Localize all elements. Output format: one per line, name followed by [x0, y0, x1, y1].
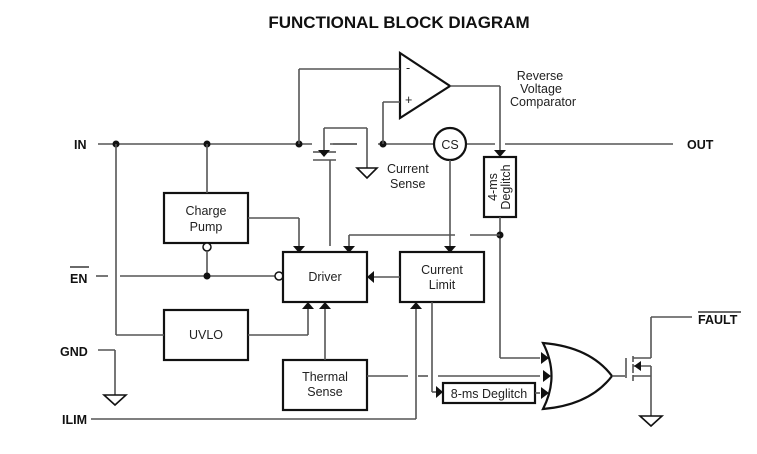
- cs-label: CS: [441, 138, 458, 152]
- uvlo-label: UVLO: [189, 328, 223, 342]
- comparator-label-1: Reverse: [517, 69, 564, 83]
- deglitch-4ms-label-2: Deglitch: [499, 164, 513, 209]
- pin-in: IN: [74, 138, 87, 152]
- driver-block: Driver: [281, 250, 369, 304]
- pass-mosfet: [313, 127, 379, 246]
- fault-mosfet: [625, 316, 692, 428]
- ground-icon: [355, 167, 379, 180]
- reverse-voltage-comparator: - +: [298, 50, 506, 157]
- deglitch-8ms-block: 8-ms Deglitch: [441, 381, 540, 405]
- comparator-plus: +: [405, 93, 412, 107]
- ground-icon: [637, 415, 665, 428]
- cs-node: CS: [432, 126, 468, 253]
- thermal-sense-block: Thermal Sense: [281, 302, 540, 412]
- charge-pump-label-1: Charge: [186, 204, 227, 218]
- current-limit-label-1: Current: [421, 263, 463, 277]
- charge-pump-block: Charge Pump: [162, 144, 305, 276]
- charge-pump-label-2: Pump: [190, 220, 223, 234]
- current-sense-label-2: Sense: [390, 177, 425, 191]
- or-gate: [541, 341, 625, 411]
- comparator-minus: -: [406, 61, 410, 75]
- deglitch-8ms-label: 8-ms Deglitch: [451, 387, 527, 401]
- diagram-title: FUNCTIONAL BLOCK DIAGRAM: [268, 13, 529, 32]
- current-limit-label-2: Limit: [429, 278, 456, 292]
- ground-icon: [101, 394, 129, 407]
- gnd-symbol: [98, 349, 129, 407]
- current-sense-label-1: Current: [387, 162, 429, 176]
- pin-gnd: GND: [60, 345, 88, 359]
- in-rail: [98, 140, 673, 148]
- pin-en: EN: [70, 272, 87, 286]
- comparator-label-3: Comparator: [510, 95, 576, 109]
- thermal-sense-label-1: Thermal: [302, 370, 348, 384]
- ilim-line: [91, 302, 422, 420]
- deglitch-4ms-label-1: 4-ms: [486, 173, 500, 201]
- en-line: [96, 271, 284, 281]
- deglitch-4ms-block: 4-ms Deglitch: [482, 155, 540, 359]
- pin-out: OUT: [687, 138, 714, 152]
- comparator-label-2: Voltage: [520, 82, 562, 96]
- thermal-sense-label-2: Sense: [307, 385, 342, 399]
- driver-label: Driver: [308, 270, 341, 284]
- pin-ilim: ILIM: [62, 413, 87, 427]
- pin-fault: FAULT: [698, 313, 738, 327]
- current-limit-block: Current Limit: [367, 250, 486, 398]
- uvlo-block: UVLO: [115, 144, 314, 362]
